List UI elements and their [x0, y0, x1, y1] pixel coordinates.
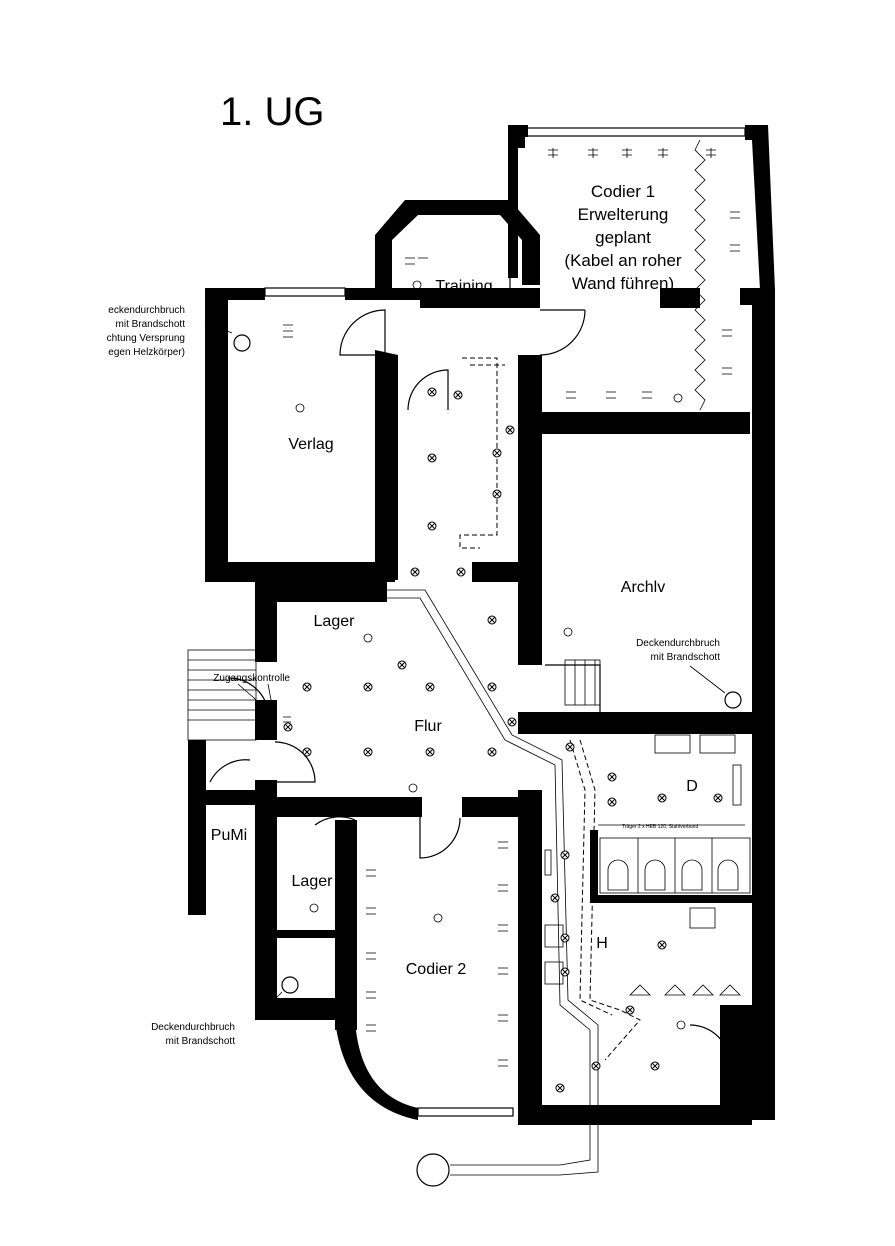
- restroom-fixtures: [544, 734, 751, 996]
- note-archiv-line2: mit Brandschott: [651, 652, 721, 663]
- desk-outlets: [283, 148, 740, 1067]
- note-topleft-line3: chtung Versprung: [107, 333, 185, 344]
- note-topleft-line4: egen Helzkörper): [108, 347, 185, 358]
- label-zugangskontrolle: Zugangskontrolle: [213, 673, 290, 684]
- room-archiv: Archlv: [621, 579, 665, 596]
- room-h: H: [596, 935, 608, 952]
- zigzag-line: [694, 139, 706, 411]
- room-codier1-line2: Erwelterung: [578, 205, 669, 224]
- cable-routes: [281, 357, 641, 1176]
- ceiling-lamps: [283, 387, 723, 1093]
- room-codier1-line4: (Kabel an roher: [564, 251, 682, 270]
- note-lower-line1: Deckendurchbruch: [151, 1022, 235, 1033]
- riser-circle: [233, 334, 251, 352]
- note-lower-line2: mit Brandschott: [166, 1036, 236, 1047]
- walls: [188, 125, 775, 1125]
- room-pumi: PuMi: [211, 827, 247, 844]
- note-archiv-line1: Deckendurchbruch: [636, 638, 720, 649]
- room-codier1-line3: geplant: [595, 228, 651, 247]
- note-topleft-line1: eckendurchbruch: [108, 305, 185, 316]
- room-flur: Flur: [414, 718, 442, 735]
- r-markers: [295, 280, 686, 1030]
- label-traeger: Träger 2 x HEB 120, Stahlverbund: [622, 824, 698, 830]
- annotations: eckendurchbruch mit Brandschott chtung V…: [107, 305, 721, 1047]
- riser-circle: [724, 691, 742, 709]
- room-codier2: Codier 2: [406, 961, 467, 978]
- room-codier1-line1: Codier 1: [591, 182, 655, 201]
- riser-circle: [281, 976, 299, 994]
- room-codier1-line5: Wand führen): [572, 274, 674, 293]
- doors: [209, 309, 731, 1066]
- room-verlag: Verlag: [288, 436, 333, 453]
- room-d: D: [686, 778, 698, 795]
- note-topleft-line2: mit Brandschott: [116, 319, 186, 330]
- room-training: Training: [435, 278, 492, 295]
- windows: [191, 127, 746, 1117]
- room-lager-upper: Lager: [314, 613, 356, 630]
- outlet-circle: [416, 1153, 450, 1187]
- plan-title: 1. UG: [220, 90, 324, 134]
- room-labels: Codier 1 Erwelterung geplant (Kabel an r…: [211, 182, 698, 978]
- room-lager-lower: Lager: [292, 873, 334, 890]
